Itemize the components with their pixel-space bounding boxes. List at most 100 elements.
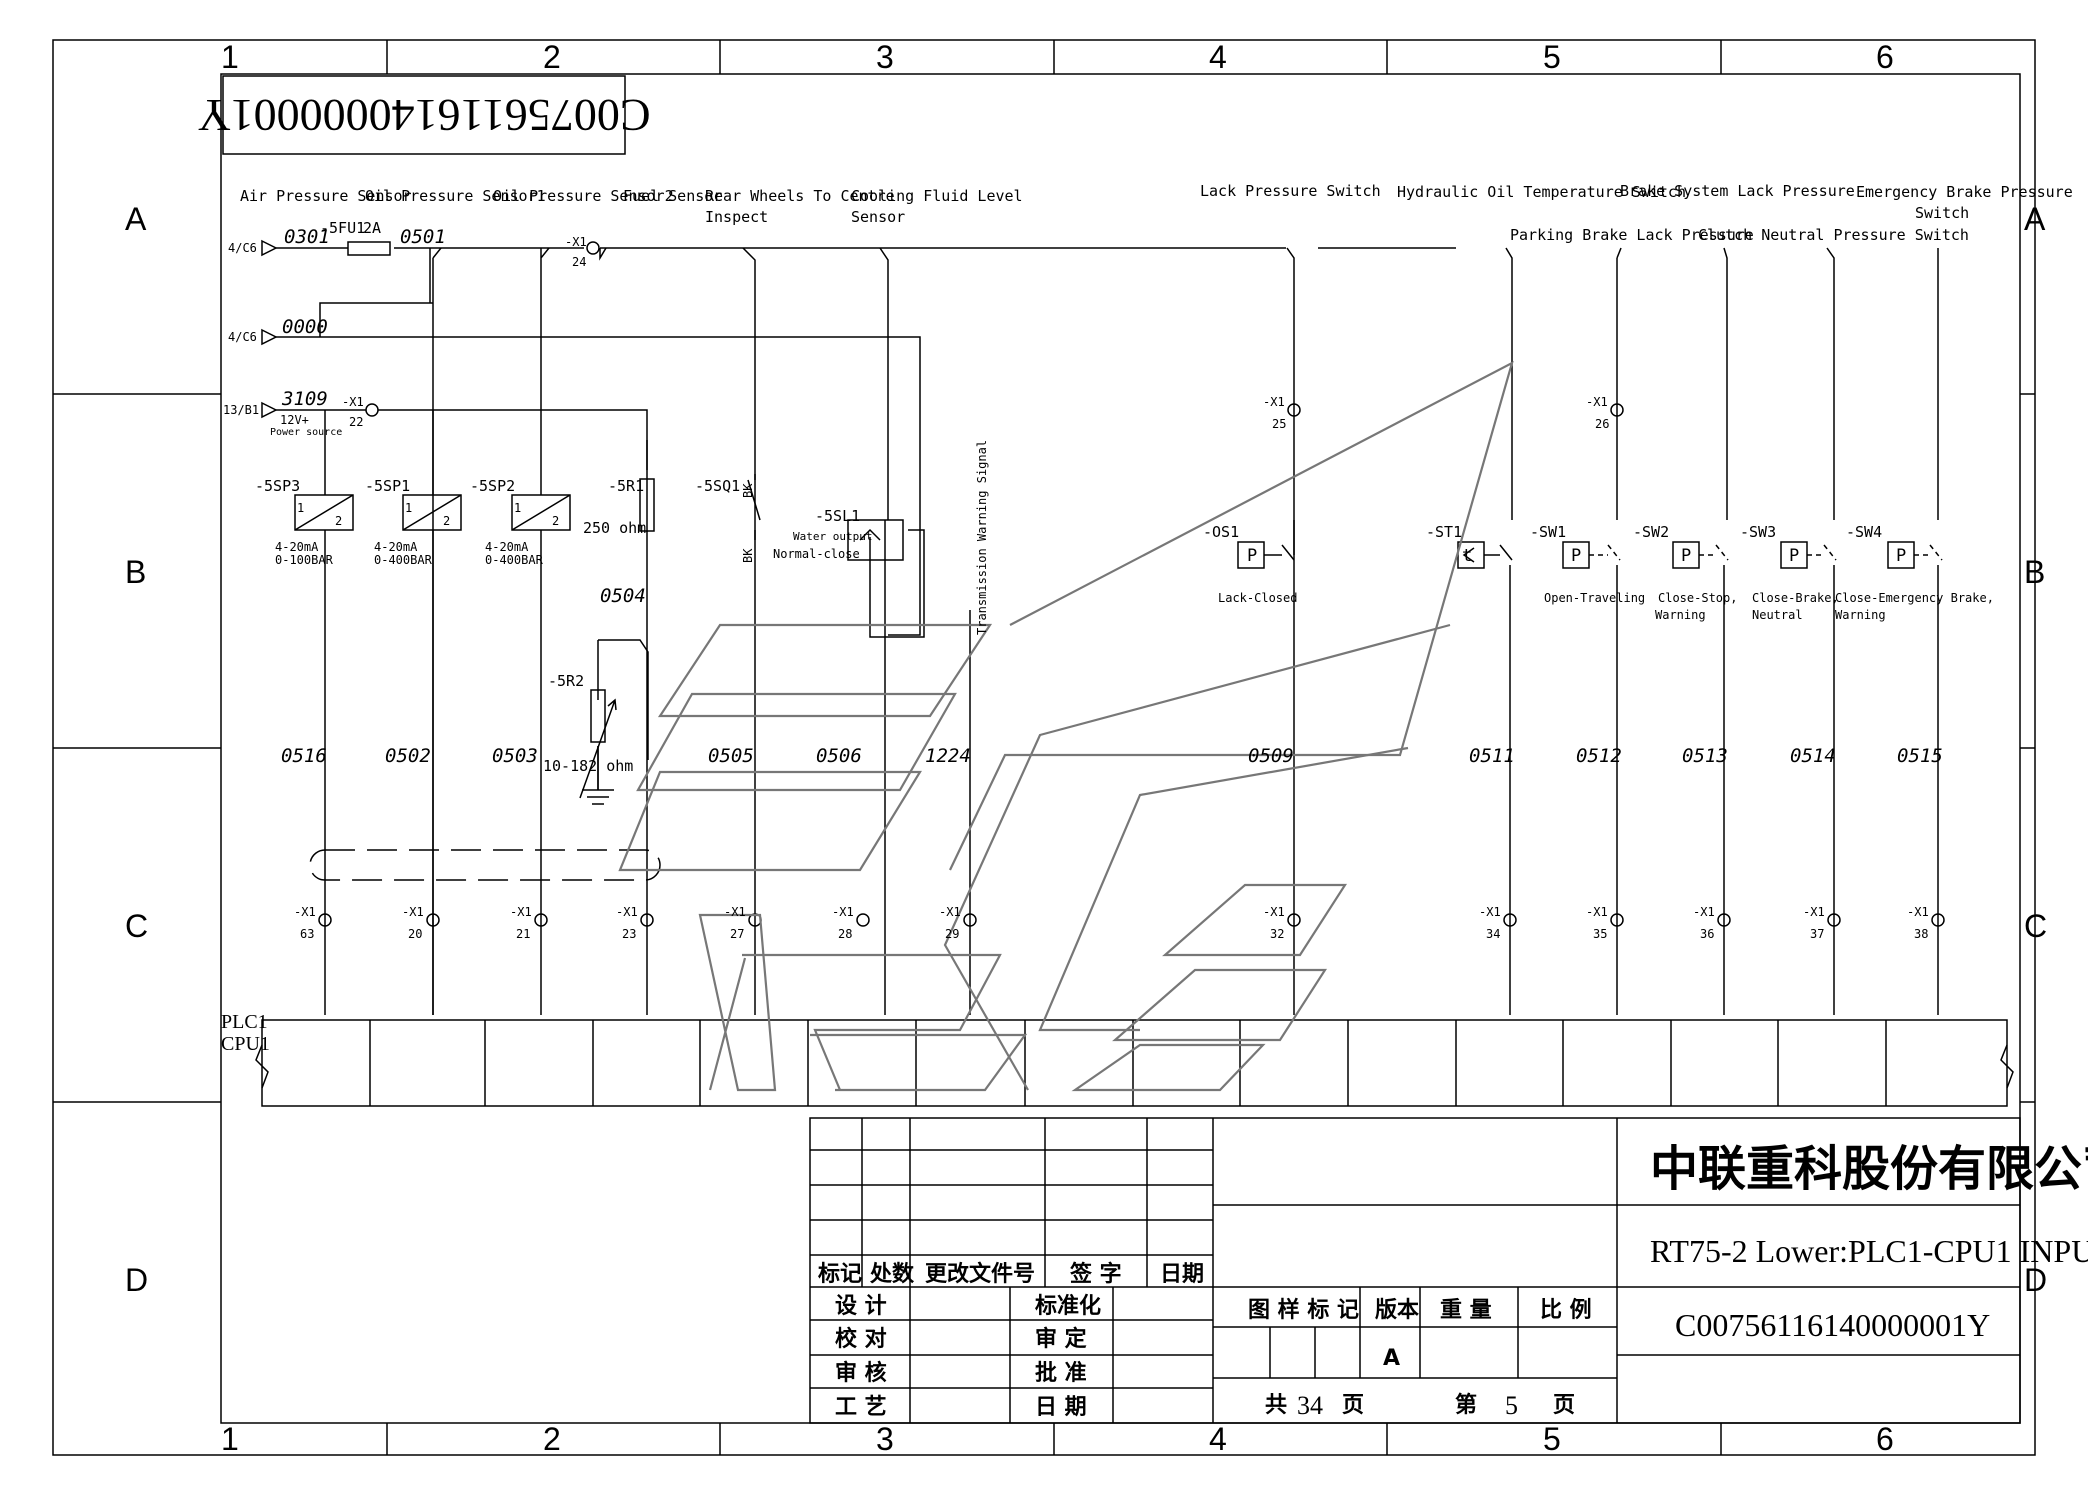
terminal-25-name: -X1 xyxy=(1263,395,1285,409)
switch-os1-desc: Lack-Closed xyxy=(1218,591,1297,605)
col-label-5: 5 xyxy=(1543,39,1561,75)
terminal-23-num: 23 xyxy=(622,927,636,941)
row-label-c: C xyxy=(125,908,148,944)
label-weight: 重 量 xyxy=(1440,1298,1492,1323)
rail3-ref: 13/B1 xyxy=(223,403,259,417)
switch-sw2-desc1: Close-Stop, xyxy=(1658,591,1737,605)
label-process: 工 艺 xyxy=(835,1394,887,1420)
wire-label-0511: 0511 xyxy=(1469,745,1515,767)
rev-header-date: 日期 xyxy=(1160,1262,1204,1287)
row-label-d-right: D xyxy=(2024,1262,2047,1298)
terminal-63-num: 63 xyxy=(300,927,314,941)
lower-terminals: -X1 63 -X1 20 -X1 21 -X1 23 -X1 27 -X1 2… xyxy=(294,905,1929,941)
grid-labels: 1 2 3 4 5 6 1 2 3 4 5 6 A B C D A B C D xyxy=(125,39,2047,1457)
header-emergency-2: Switch xyxy=(1915,204,1969,222)
switch-sw4-tag: -SW4 xyxy=(1846,523,1882,541)
col-label-4-bottom: 4 xyxy=(1209,1421,1227,1457)
terminal-28-num: 28 xyxy=(838,927,852,941)
wire-label-0502: 0502 xyxy=(385,745,431,767)
sensor-5sp2-range2: 0-400BAR xyxy=(485,553,544,567)
row-label-b-right: B xyxy=(2024,554,2045,590)
row-label-d: D xyxy=(125,1262,148,1298)
sensor-5sp1-tag: -5SP1 xyxy=(365,477,410,495)
terminal-38-name: -X1 xyxy=(1907,905,1929,919)
col-label-2-bottom: 2 xyxy=(543,1421,561,1457)
wire-label-0514: 0514 xyxy=(1790,745,1836,767)
label-standard: 标准化 xyxy=(1035,1293,1101,1319)
switch-sw1-symbol: P xyxy=(1571,546,1581,566)
sensor-5sp3-range2: 0-100BAR xyxy=(275,553,334,567)
col-label-3-bottom: 3 xyxy=(876,1421,894,1457)
header-air-pressure: Air Pressure Sensor xyxy=(240,187,412,205)
terminal-28-name: -X1 xyxy=(832,905,854,919)
sensor-5sp2-range1: 4-20mA xyxy=(485,540,529,554)
switch-sw4-symbol: P xyxy=(1896,546,1906,566)
wire-label-0505: 0505 xyxy=(708,745,754,767)
header-oil-pressure-1: Oil Pressure Sensor1 xyxy=(365,187,546,205)
sensor-5sp1-range1: 4-20mA xyxy=(374,540,418,554)
sensor-5sp1-pin1: 1 xyxy=(405,501,412,515)
resistor-5r1-tag: -5R1 xyxy=(608,477,644,495)
label-date: 日 期 xyxy=(1035,1395,1087,1420)
terminal-34-name: -X1 xyxy=(1479,905,1501,919)
terminal-26-num: 26 xyxy=(1595,417,1609,431)
label-approve: 批 准 xyxy=(1035,1361,1087,1386)
terminal-29-num: 29 xyxy=(945,927,959,941)
label-pattern: 图 样 标 记 xyxy=(1248,1297,1359,1323)
resistor-5r2-tag: -5R2 xyxy=(548,672,584,690)
switch-sw1-desc: Open-Traveling xyxy=(1544,591,1645,605)
label-review: 审 核 xyxy=(835,1360,887,1386)
col-label-5-bottom: 5 xyxy=(1543,1421,1561,1457)
terminal-22-name: -X1 xyxy=(342,395,364,409)
rail2-wire: 0000 xyxy=(282,316,328,338)
terminal-36-name: -X1 xyxy=(1693,905,1715,919)
row-label-c-right: C xyxy=(2024,908,2047,944)
header-cooling-1: Cooling Fluid Level xyxy=(851,187,1023,205)
switch-sw2-tag: -SW2 xyxy=(1633,523,1669,541)
wire-label-0503: 0503 xyxy=(492,745,538,767)
switch-sw3-symbol: P xyxy=(1789,546,1799,566)
switch-5sq1-bk-top: BK xyxy=(741,483,755,498)
upper-terminals: -X1 25 -X1 26 xyxy=(1263,395,1609,431)
wire-label-0516: 0516 xyxy=(281,745,327,767)
terminal-21-name: -X1 xyxy=(510,905,532,919)
col-label-6-bottom: 6 xyxy=(1876,1421,1894,1457)
terminal-36-num: 36 xyxy=(1700,927,1714,941)
sensor-5sp1-range2: 0-400BAR xyxy=(374,553,433,567)
switch-5sl1-mode: Normal-close xyxy=(773,547,860,561)
sensor-5sp3-range1: 4-20mA xyxy=(275,540,319,554)
terminal-32-num: 32 xyxy=(1270,927,1284,941)
company-name: 中联重科股份有限公司 xyxy=(1650,1141,2088,1197)
sensor-5sp1-pin2: 2 xyxy=(443,514,450,528)
label-audit: 审 定 xyxy=(1035,1326,1087,1352)
row-label-b: B xyxy=(125,554,146,590)
sensor-5sp3-tag: -5SP3 xyxy=(255,477,300,495)
switch-sw3-desc1: Close-Brake, xyxy=(1752,591,1839,605)
sensor-5sp2-tag: -5SP2 xyxy=(470,477,515,495)
header-cooling-2: Sensor xyxy=(851,208,905,226)
cpu-label: CPU1 xyxy=(221,1033,270,1055)
total-pages: 34 xyxy=(1297,1391,1323,1420)
header-parking-brake: Parking Brake Lack Pressure xyxy=(1510,226,1754,244)
terminal-35-num: 35 xyxy=(1593,927,1607,941)
wire-label-0509: 0509 xyxy=(1248,745,1294,767)
wire-labels: 0516 0502 0503 0505 0506 1224 0509 0511 … xyxy=(281,745,1943,767)
rev-header-doc: 更改文件号 xyxy=(925,1261,1035,1287)
title-block-grid xyxy=(809,1117,2021,1424)
header-lack-pressure: Lack Pressure Switch xyxy=(1200,182,1381,200)
wire-0504: 0504 xyxy=(600,585,646,607)
power-source-label: Power source xyxy=(270,427,342,438)
fuse-tag: -5FU1 xyxy=(320,219,365,237)
watermark-logo xyxy=(618,360,1514,1092)
rail1-ref: 4/C6 xyxy=(228,241,257,255)
header-rear-wheels-2: Inspect xyxy=(705,208,768,226)
terminal-25-num: 25 xyxy=(1272,417,1286,431)
plc-label: PLC1 xyxy=(221,1011,268,1033)
switch-sw2-desc2: Warning xyxy=(1655,608,1706,622)
rev-header-mark: 标记 xyxy=(818,1261,862,1287)
col-label-3: 3 xyxy=(876,39,894,75)
terminal-20-name: -X1 xyxy=(402,905,424,919)
wire-label-0512: 0512 xyxy=(1576,745,1622,767)
power-voltage: 12V+ xyxy=(280,413,309,427)
wire-label-0513: 0513 xyxy=(1682,745,1728,767)
